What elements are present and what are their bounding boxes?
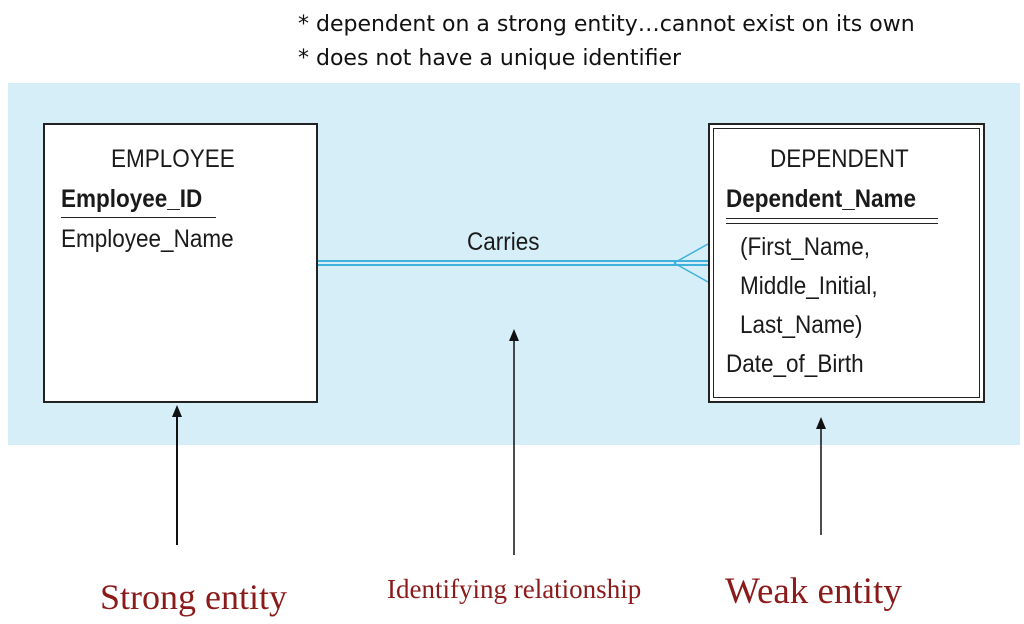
crows-foot-many-icon	[673, 243, 709, 283]
arrow-to-relationship	[509, 329, 519, 555]
partial-key-underline-2	[726, 223, 938, 224]
entity-name: DEPENDENT	[770, 145, 909, 173]
relationship-label: Carries	[467, 228, 540, 256]
employee-entity: EMPLOYEE Employee_ID Employee_Name	[43, 123, 318, 403]
attribute: Date_of_Birth	[726, 350, 864, 378]
attribute: (First_Name,	[740, 233, 871, 261]
caption-strong-entity: Strong entity	[100, 577, 287, 617]
note-line-2: * does not have a unique identifier	[298, 46, 682, 71]
attribute: Last_Name)	[740, 311, 863, 339]
partial-key-attribute: Dependent_Name	[726, 185, 917, 213]
partial-key-underline-1	[726, 218, 938, 219]
arrow-to-weak-entity	[816, 417, 826, 535]
caption-identifying-relationship: Identifying relationship	[387, 574, 642, 604]
dependent-entity: DEPENDENT Dependent_Name (First_Name, Mi…	[708, 123, 985, 403]
attribute: Middle_Initial,	[740, 272, 878, 300]
note-line-1: * dependent on a strong entity…cannot ex…	[298, 12, 915, 37]
relationship-line	[318, 260, 708, 266]
entity-name: EMPLOYEE	[111, 145, 235, 173]
attribute: Employee_Name	[61, 225, 234, 253]
caption-weak-entity: Weak entity	[725, 571, 902, 612]
primary-key-attribute: Employee_ID	[61, 185, 203, 213]
weak-entity-inner-border	[713, 128, 980, 398]
key-underline	[61, 217, 216, 218]
arrow-to-strong-entity	[172, 405, 182, 545]
